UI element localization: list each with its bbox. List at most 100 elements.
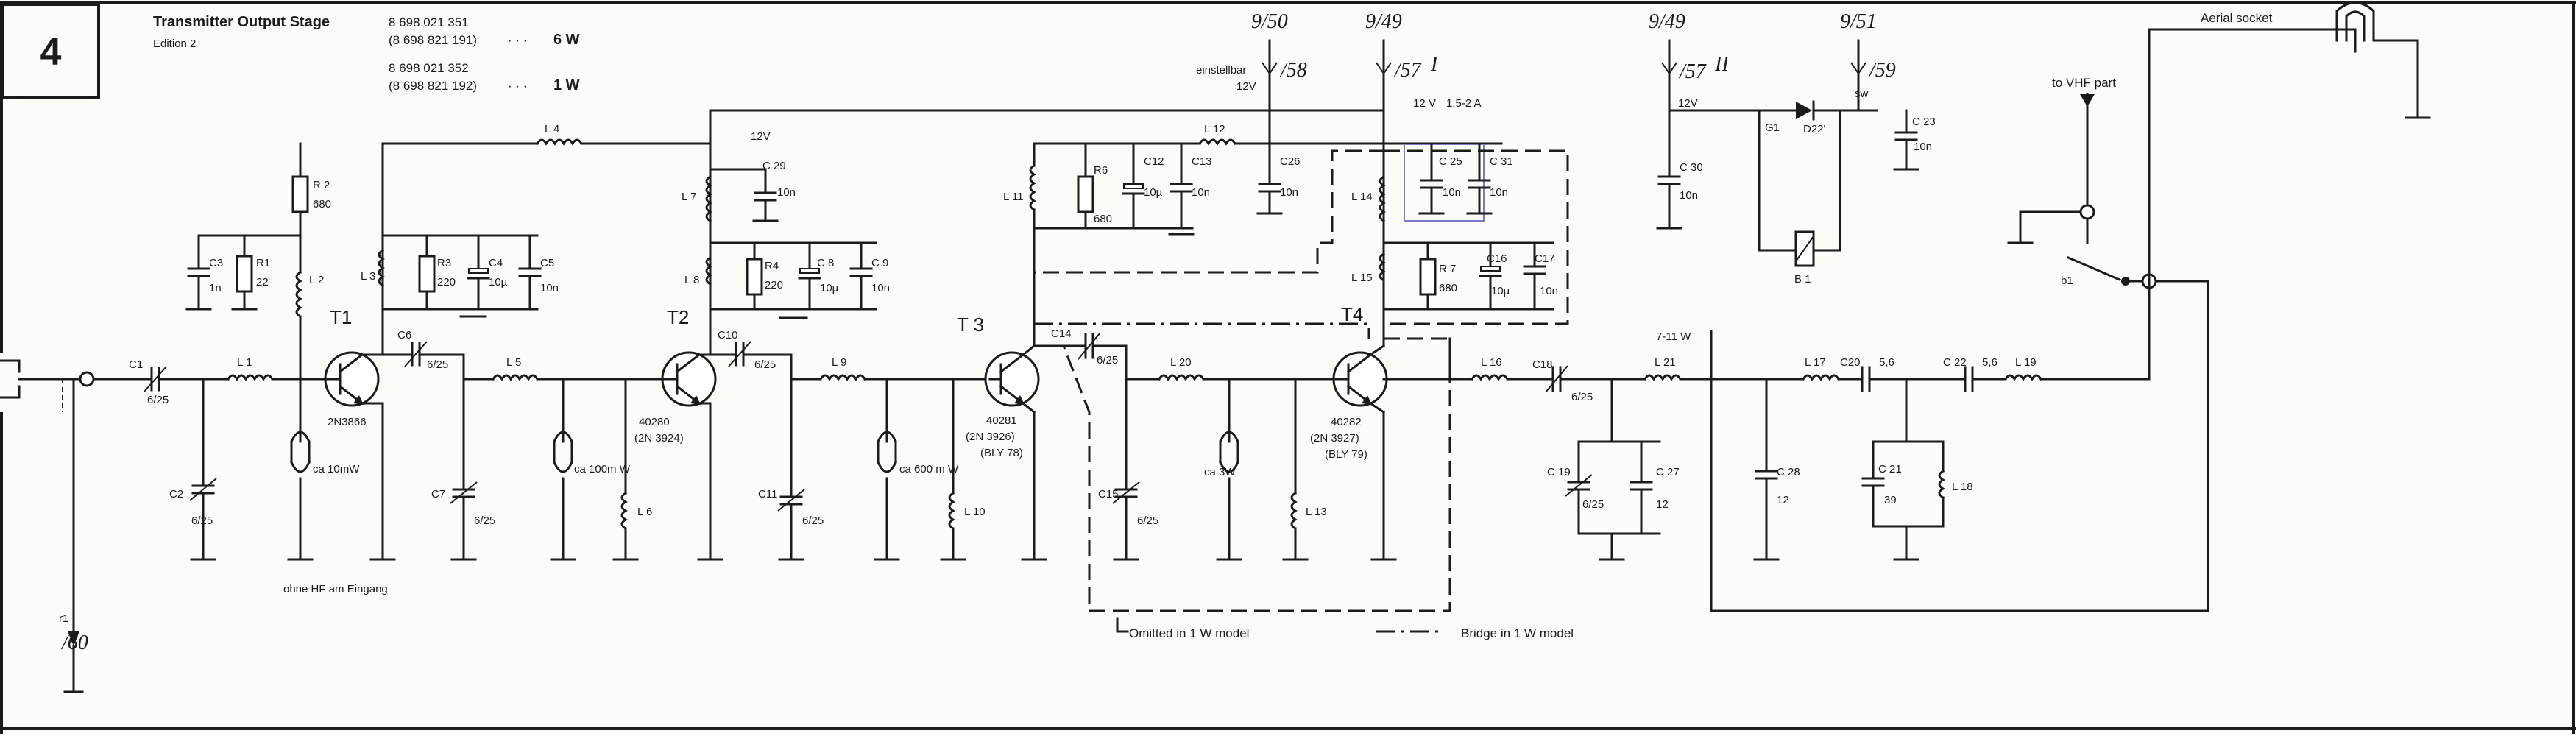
resistor-r6 — [1077, 175, 1094, 213]
svg-text:680: 680 — [1094, 213, 1112, 225]
inductor-l1: L 1 — [226, 356, 325, 381]
svg-text:C3: C3 — [209, 257, 223, 269]
svg-text:12 V: 12 V — [1413, 97, 1436, 110]
svg-text:C15: C15 — [1098, 488, 1119, 500]
svg-text:(BLY 79): (BLY 79) — [1325, 448, 1367, 461]
transistor-t1: T1 2N3866 — [322, 142, 396, 561]
svg-text:b1: b1 — [2061, 275, 2073, 287]
aerial-socket-label: Aerial socket — [2201, 11, 2273, 25]
svg-text:22: 22 — [256, 276, 269, 289]
svg-text:5,6: 5,6 — [1879, 356, 1894, 369]
svg-text:II: II — [1714, 53, 1730, 76]
svg-text:R 2: R 2 — [313, 179, 330, 191]
svg-text:R1: R1 — [256, 257, 270, 269]
input-pin-label: r1 — [59, 612, 68, 625]
svg-text:ca 100m W: ca 100m W — [574, 463, 631, 475]
svg-text:10n: 10n — [777, 186, 796, 199]
svg-text:6/25: 6/25 — [1137, 514, 1158, 527]
capacitor-c2: C2 6/25 — [169, 378, 217, 561]
svg-text:C 30: C 30 — [1680, 161, 1703, 174]
part-number-1w: 8 698 021 352 — [389, 61, 469, 75]
interstage-1: C6 6/25 L 5 C7 6/25 ca 100m W L 6 — [381, 329, 664, 561]
svg-text:6/25: 6/25 — [1097, 354, 1118, 367]
page-number: 4 — [40, 31, 62, 74]
part-number-6w: 8 698 021 351 — [389, 15, 469, 29]
svg-text:10n: 10n — [1914, 141, 1932, 153]
part-dots-6w: · · · — [508, 33, 527, 47]
svg-text:C10: C10 — [718, 329, 738, 342]
svg-text:6/25: 6/25 — [147, 394, 169, 406]
svg-text:T 3: T 3 — [957, 314, 984, 336]
terminal-9-50: 9/50 /58 einstellbar 12V — [1196, 10, 1307, 145]
svg-text:C 22: C 22 — [1943, 356, 1967, 369]
svg-text:2N3866: 2N3866 — [328, 416, 367, 428]
svg-text:10n: 10n — [540, 282, 559, 294]
svg-text:(BLY 78): (BLY 78) — [980, 447, 1023, 459]
svg-text:L 12: L 12 — [1204, 123, 1225, 135]
resistor-r4 — [746, 258, 763, 296]
svg-text:T1: T1 — [330, 306, 352, 328]
svg-text:/58: /58 — [1279, 59, 1307, 82]
svg-text:C 8: C 8 — [817, 257, 834, 269]
svg-text:12V: 12V — [1236, 80, 1256, 93]
to-vhf-label: to VHF part — [2052, 76, 2116, 90]
svg-text:C2: C2 — [169, 488, 183, 500]
svg-text:10n: 10n — [871, 282, 890, 294]
probe-t1: ca 10mW ohne HF am Eingang — [283, 378, 388, 595]
svg-text:B 1: B 1 — [1794, 273, 1811, 286]
svg-text:9/49: 9/49 — [1649, 10, 1685, 33]
transistor-t3: T 3 40281 (2N 3926) (BLY 78) — [957, 256, 1047, 561]
relay-coil-b1 — [1794, 230, 1815, 267]
svg-text:L 16: L 16 — [1481, 356, 1502, 369]
svg-text:L 2: L 2 — [309, 274, 324, 286]
svg-text:10n: 10n — [1680, 189, 1698, 202]
relay-section: 9/49 /57 II 12V C 30 10n G1 D22' B 1 9/5… — [1649, 10, 1936, 286]
transistor-t4: T4 40282 (2N 3927) (BLY 79) — [1310, 303, 1397, 561]
svg-text:C 31: C 31 — [1490, 155, 1513, 168]
svg-text:C26: C26 — [1280, 155, 1301, 168]
antenna-switch: to VHF part b1 Aerial socket — [2007, 1, 2431, 381]
svg-text:10n: 10n — [1443, 186, 1461, 199]
svg-text:1n: 1n — [209, 282, 222, 294]
svg-text:C13: C13 — [1192, 155, 1212, 168]
svg-text:C4: C4 — [489, 257, 503, 269]
part-number-6w-alt: (8 698 821 191) — [389, 33, 477, 47]
svg-text:(2N 3926): (2N 3926) — [966, 431, 1015, 443]
svg-text:C12: C12 — [1144, 155, 1164, 168]
svg-text:C6: C6 — [397, 329, 411, 342]
svg-text:10µ: 10µ — [1144, 186, 1163, 199]
aerial-socket-icon — [2335, 1, 2375, 42]
svg-text:6/25: 6/25 — [191, 514, 213, 527]
svg-text:10n: 10n — [1490, 186, 1508, 199]
svg-text:L 15: L 15 — [1351, 272, 1373, 284]
svg-text:680: 680 — [313, 198, 331, 210]
svg-text:L 4: L 4 — [545, 123, 559, 135]
highlight-c25 — [1404, 144, 1485, 222]
switch-contact-vhf — [2079, 204, 2095, 220]
svg-text:ca 600 m W: ca 600 m W — [899, 463, 959, 475]
svg-text:ca 3W: ca 3W — [1204, 466, 1236, 478]
svg-text:C5: C5 — [540, 257, 554, 269]
t1-collector-supply: L 4 L 3 R3 220 C4 10µ C5 10n — [361, 123, 712, 318]
svg-text:R4: R4 — [765, 260, 779, 272]
edition-label: Edition 2 — [153, 38, 196, 50]
svg-text:C16: C16 — [1487, 252, 1507, 265]
interstage-3: C14 6/25 L 20 C15 6/25 ca 3W L 13 — [1033, 328, 1334, 561]
part-power-1w: 1 W — [553, 77, 580, 93]
svg-text:12V: 12V — [1678, 97, 1698, 110]
no-hf-input-note: ohne HF am Eingang — [283, 583, 388, 595]
svg-text:L 1: L 1 — [237, 356, 252, 369]
omitted-note: Omitted in 1 W model — [1129, 626, 1249, 640]
svg-text:L 8: L 8 — [684, 274, 699, 286]
resistor-r2 — [291, 175, 309, 213]
svg-text:C 27: C 27 — [1656, 466, 1680, 478]
svg-text:L 7: L 7 — [682, 191, 696, 203]
t4-collector-supply: L 14 C 25 10n C 31 10n L 15 R 7 680 C16 … — [1351, 142, 1558, 311]
bridge-note: Bridge in 1 W model — [1461, 626, 1574, 640]
part-dots-1w: · · · — [508, 79, 527, 93]
svg-text:L 5: L 5 — [506, 356, 521, 369]
svg-text:C 9: C 9 — [871, 257, 888, 269]
svg-text:(2N 3927): (2N 3927) — [1310, 432, 1359, 445]
svg-text:L 10: L 10 — [964, 506, 986, 518]
